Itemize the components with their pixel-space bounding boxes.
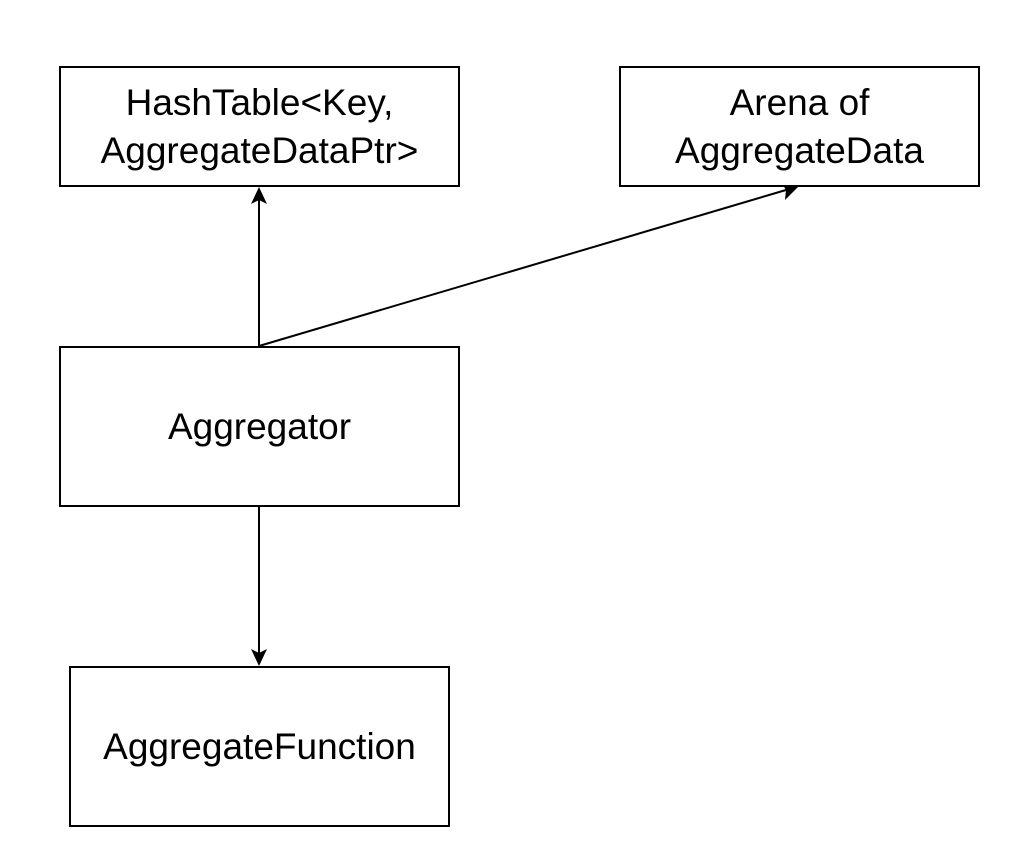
edge-aggregator-to-hashtable [251,187,267,346]
edge-aggregator-to-function [251,507,267,666]
arena-node-line1: Arena of [729,81,870,123]
edge-aggregator-to-arena [258,182,799,347]
arena-node: Arena of AggregateData [619,66,980,187]
hashtable-node-line1: HashTable<Key, [125,81,394,123]
arrowhead-icon [251,187,267,204]
arena-node-line2: AggregateData [675,129,924,171]
aggregate-function-node: AggregateFunction [69,666,450,827]
hashtable-node-line2: AggregateDataPtr> [100,129,419,171]
arrowhead-icon [251,649,267,666]
aggregate-function-node-label: AggregateFunction [103,725,416,767]
aggregator-node-label: Aggregator [167,405,352,447]
aggregator-node: Aggregator [59,346,460,507]
hashtable-node: HashTable<Key, AggregateDataPtr> [59,66,460,187]
